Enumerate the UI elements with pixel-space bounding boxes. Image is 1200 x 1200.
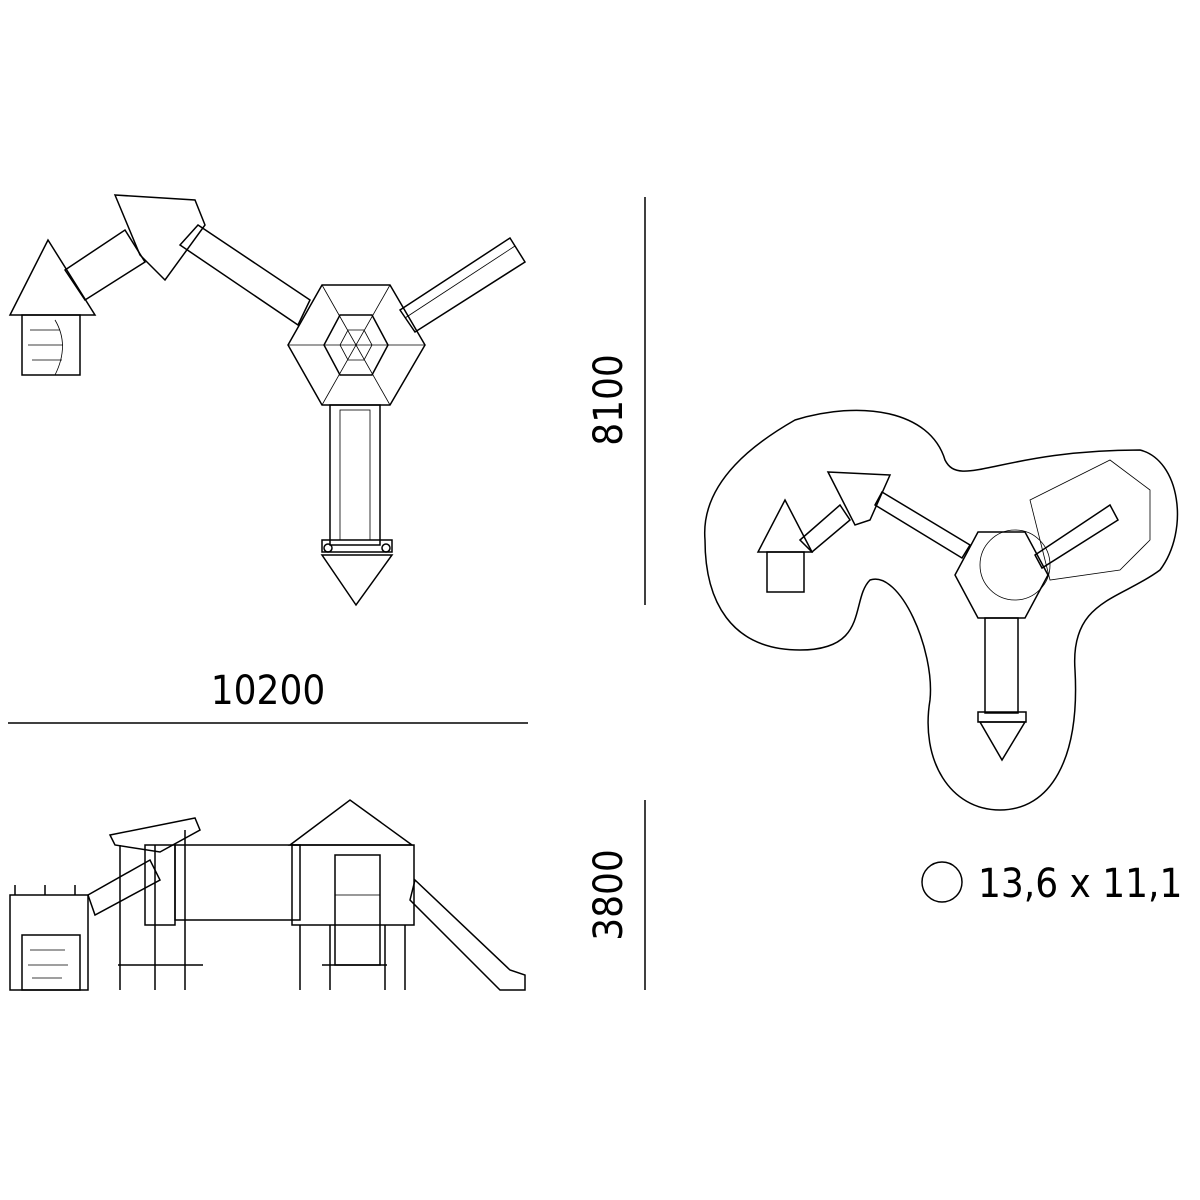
slide (398, 236, 527, 334)
first-bridge (63, 228, 147, 302)
tunnel-bridge (178, 224, 311, 327)
depth-label: 8100 (586, 354, 632, 446)
arrow-tower-roof (113, 194, 206, 282)
left-house-roof (8, 238, 97, 376)
width-label: 10200 (211, 668, 325, 714)
hexagon-tower-roof (287, 284, 426, 406)
height-label: 3800 (586, 849, 632, 941)
side-elevation (9, 799, 526, 991)
safety-area-label: 13,6 x 11,1 (978, 861, 1182, 907)
bottom-triangle-roof (320, 554, 394, 607)
circle-icon (921, 861, 963, 903)
ladder (321, 404, 393, 553)
safety-zone-plan (704, 409, 1179, 811)
plan-view (8, 194, 527, 607)
